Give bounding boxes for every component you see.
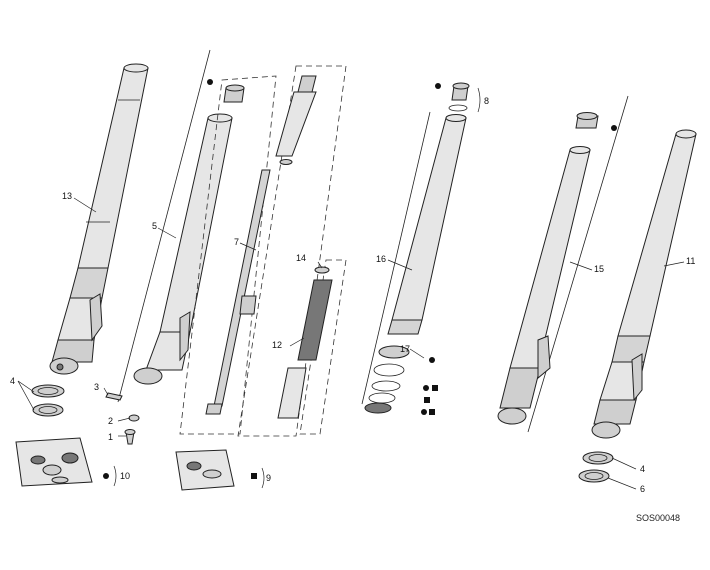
square-marker	[429, 409, 435, 415]
square-marker	[251, 473, 257, 479]
clamp-6	[578, 469, 610, 483]
clamp-4-right	[582, 451, 614, 465]
seal-stack-17	[364, 345, 410, 414]
fork-leg-11	[591, 129, 697, 439]
callout-17: 17	[400, 344, 410, 354]
circle-marker	[435, 83, 441, 89]
kit-9	[175, 449, 235, 491]
callout-6: 6	[640, 484, 645, 494]
circle-marker	[207, 79, 213, 85]
circle-marker	[103, 473, 109, 479]
screw-1	[124, 429, 136, 445]
square-marker	[424, 397, 430, 403]
fork-leg-5	[117, 49, 233, 403]
callout-4-right: 4	[640, 464, 645, 474]
callout-9: 9	[266, 473, 271, 483]
circle-marker	[611, 125, 617, 131]
callout-2: 2	[108, 416, 113, 426]
spring-group-12	[277, 259, 347, 435]
cartridge-tube	[237, 65, 347, 437]
callout-13: 13	[62, 191, 72, 201]
clamp-4-left	[31, 384, 65, 417]
callout-1: 1	[108, 432, 113, 442]
markers	[103, 79, 617, 479]
callout-11: 11	[686, 256, 695, 266]
circle-marker	[429, 357, 435, 363]
kit-10	[15, 437, 93, 487]
callout-10: 10	[120, 471, 130, 481]
callout-4-left: 4	[10, 376, 15, 386]
fork-leg-16	[361, 82, 470, 405]
leader-lines	[17, 87, 685, 490]
washer-2	[128, 414, 140, 422]
callout-8: 8	[484, 96, 489, 106]
callout-15: 15	[594, 264, 604, 274]
callout-12: 12	[272, 340, 282, 350]
callout-7: 7	[234, 237, 239, 247]
circle-marker	[421, 409, 427, 415]
square-marker	[432, 385, 438, 391]
callout-5: 5	[152, 221, 157, 231]
diagram-code: SOS00048	[636, 513, 680, 523]
fork-leg-13	[49, 63, 149, 375]
cartridge-group-7	[179, 75, 277, 435]
callout-14: 14	[296, 253, 306, 263]
circle-marker	[423, 385, 429, 391]
callout-3: 3	[94, 382, 99, 392]
fork-leg-15	[497, 95, 629, 433]
callout-labels: 13 5 7 14 12 16 15 11 8 17 4 3 2 1 10 9 …	[10, 96, 695, 523]
callout-16: 16	[376, 254, 386, 264]
bolt-3	[105, 392, 123, 401]
